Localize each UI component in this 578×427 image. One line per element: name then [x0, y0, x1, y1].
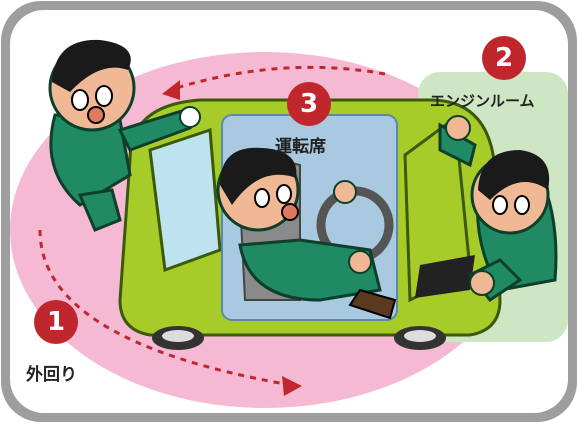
- arrow-bottom: [38, 229, 286, 386]
- area-label-driver-seat: 運転席: [275, 137, 326, 157]
- arrow-top-head: [162, 80, 180, 100]
- car-door: [148, 127, 222, 273]
- area-badge-2: 2: [482, 36, 526, 80]
- area-badge-1: 1: [34, 300, 78, 344]
- inspector-outer: [48, 39, 201, 232]
- arrow-top: [169, 65, 386, 92]
- arrow-bottom-head: [282, 376, 302, 396]
- area-badge-3: 3: [287, 82, 331, 126]
- engine-bay: [415, 255, 475, 298]
- area-label-outer: 外回り: [26, 365, 77, 385]
- area-label-engine-room: エンジンルーム: [430, 92, 535, 110]
- inspector-engine: [438, 115, 558, 303]
- inspector-driver: [216, 147, 397, 320]
